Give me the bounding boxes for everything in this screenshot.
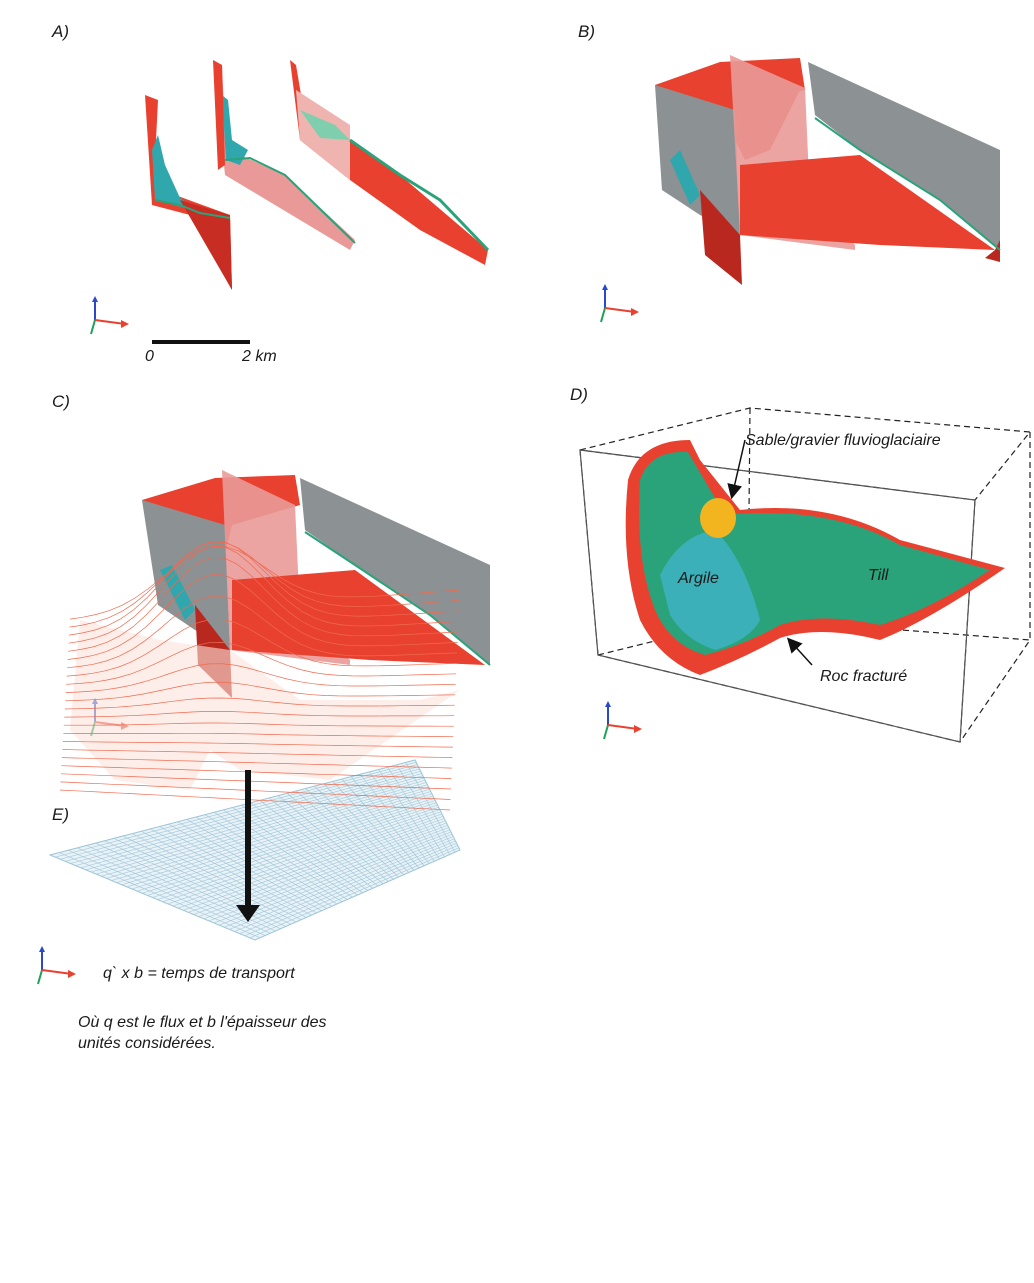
axis-triad-b	[600, 283, 640, 323]
footnote-line-2: unités considérées.	[78, 1035, 216, 1052]
label-fractured-rock: Roc fracturé	[820, 668, 908, 685]
formula-text: q` x b = temps de transport	[103, 965, 295, 982]
clay-unit	[660, 530, 760, 650]
panel-d-model	[579, 407, 1032, 743]
panel-b-fence	[655, 55, 1001, 285]
sand-arrow	[727, 439, 746, 500]
label-clay: Argile	[678, 570, 719, 587]
section-1	[145, 95, 232, 290]
scale-end-label: 2 km	[242, 348, 277, 365]
section-3	[290, 60, 490, 265]
label-sand-gravel: Sable/gravier fluvioglaciaire	[745, 432, 941, 449]
panel-a-sections	[145, 60, 490, 290]
axis-triad-e	[37, 945, 77, 985]
sand-gravel-unit	[700, 498, 736, 538]
panel-label-c: C)	[52, 392, 70, 411]
rock-arrow	[786, 637, 813, 666]
label-till: Till	[868, 567, 889, 584]
panel-label-b: B)	[578, 22, 595, 41]
panel-label-e: E)	[52, 805, 69, 824]
panel-e-mesh	[48, 540, 461, 941]
axis-triad-d	[603, 700, 643, 740]
axis-triad-a	[90, 295, 130, 335]
section-2	[213, 60, 356, 250]
flux-surface-grid	[59, 540, 461, 811]
panel-label-d: D)	[570, 385, 588, 404]
panel-label-a: A)	[52, 22, 69, 41]
footnote-line-1: Où q est le flux et b l'épaisseur des	[78, 1014, 327, 1031]
scale-start-label: 0	[145, 348, 154, 365]
